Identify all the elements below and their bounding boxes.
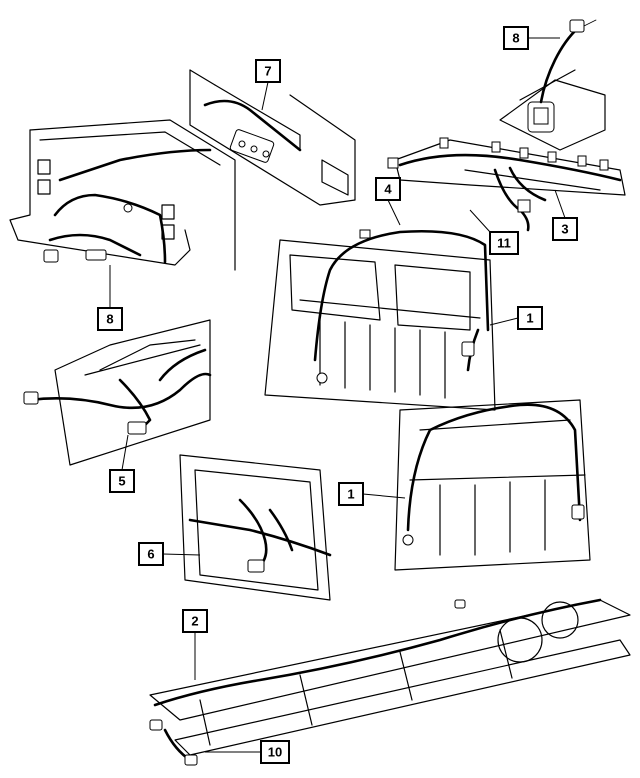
callout-8-left: 8 <box>97 307 123 331</box>
callout-10: 10 <box>260 740 290 764</box>
svg-text:5: 5 <box>118 474 125 489</box>
rear-lamp-illustration <box>189 69 356 206</box>
callout-5: 5 <box>109 469 135 493</box>
callout-6: 6 <box>138 542 164 566</box>
callout-1-top: 1 <box>517 306 543 330</box>
callout-7: 7 <box>255 59 281 83</box>
frame-chassis-illustration <box>149 598 631 766</box>
rear-door-illustration <box>179 454 332 601</box>
svg-text:2: 2 <box>191 614 198 629</box>
svg-text:11: 11 <box>497 236 511 251</box>
svg-text:7: 7 <box>264 64 271 79</box>
callout-2: 2 <box>182 609 208 633</box>
callout-4: 4 <box>375 177 401 201</box>
callout-8-top: 8 <box>503 26 529 50</box>
trailer-connector-illustration <box>499 19 606 151</box>
callout-1-bottom: 1 <box>338 482 364 506</box>
svg-text:3: 3 <box>561 222 568 237</box>
svg-text:1: 1 <box>526 311 533 326</box>
svg-text:6: 6 <box>147 547 154 562</box>
cab-interior-lower-illustration <box>394 399 591 571</box>
callout-11: 11 <box>489 231 519 255</box>
tailgate-illustration <box>9 119 236 271</box>
leader-lines <box>109 37 566 753</box>
callout-3: 3 <box>552 217 578 241</box>
svg-text:4: 4 <box>384 182 392 197</box>
front-door-illustration <box>23 319 212 466</box>
svg-text:1: 1 <box>347 487 354 502</box>
cab-interior-upper-illustration <box>264 229 496 411</box>
svg-text:10: 10 <box>268 745 282 760</box>
roof-harness-illustration <box>387 137 626 232</box>
svg-text:8: 8 <box>512 31 519 46</box>
svg-text:8: 8 <box>106 312 113 327</box>
